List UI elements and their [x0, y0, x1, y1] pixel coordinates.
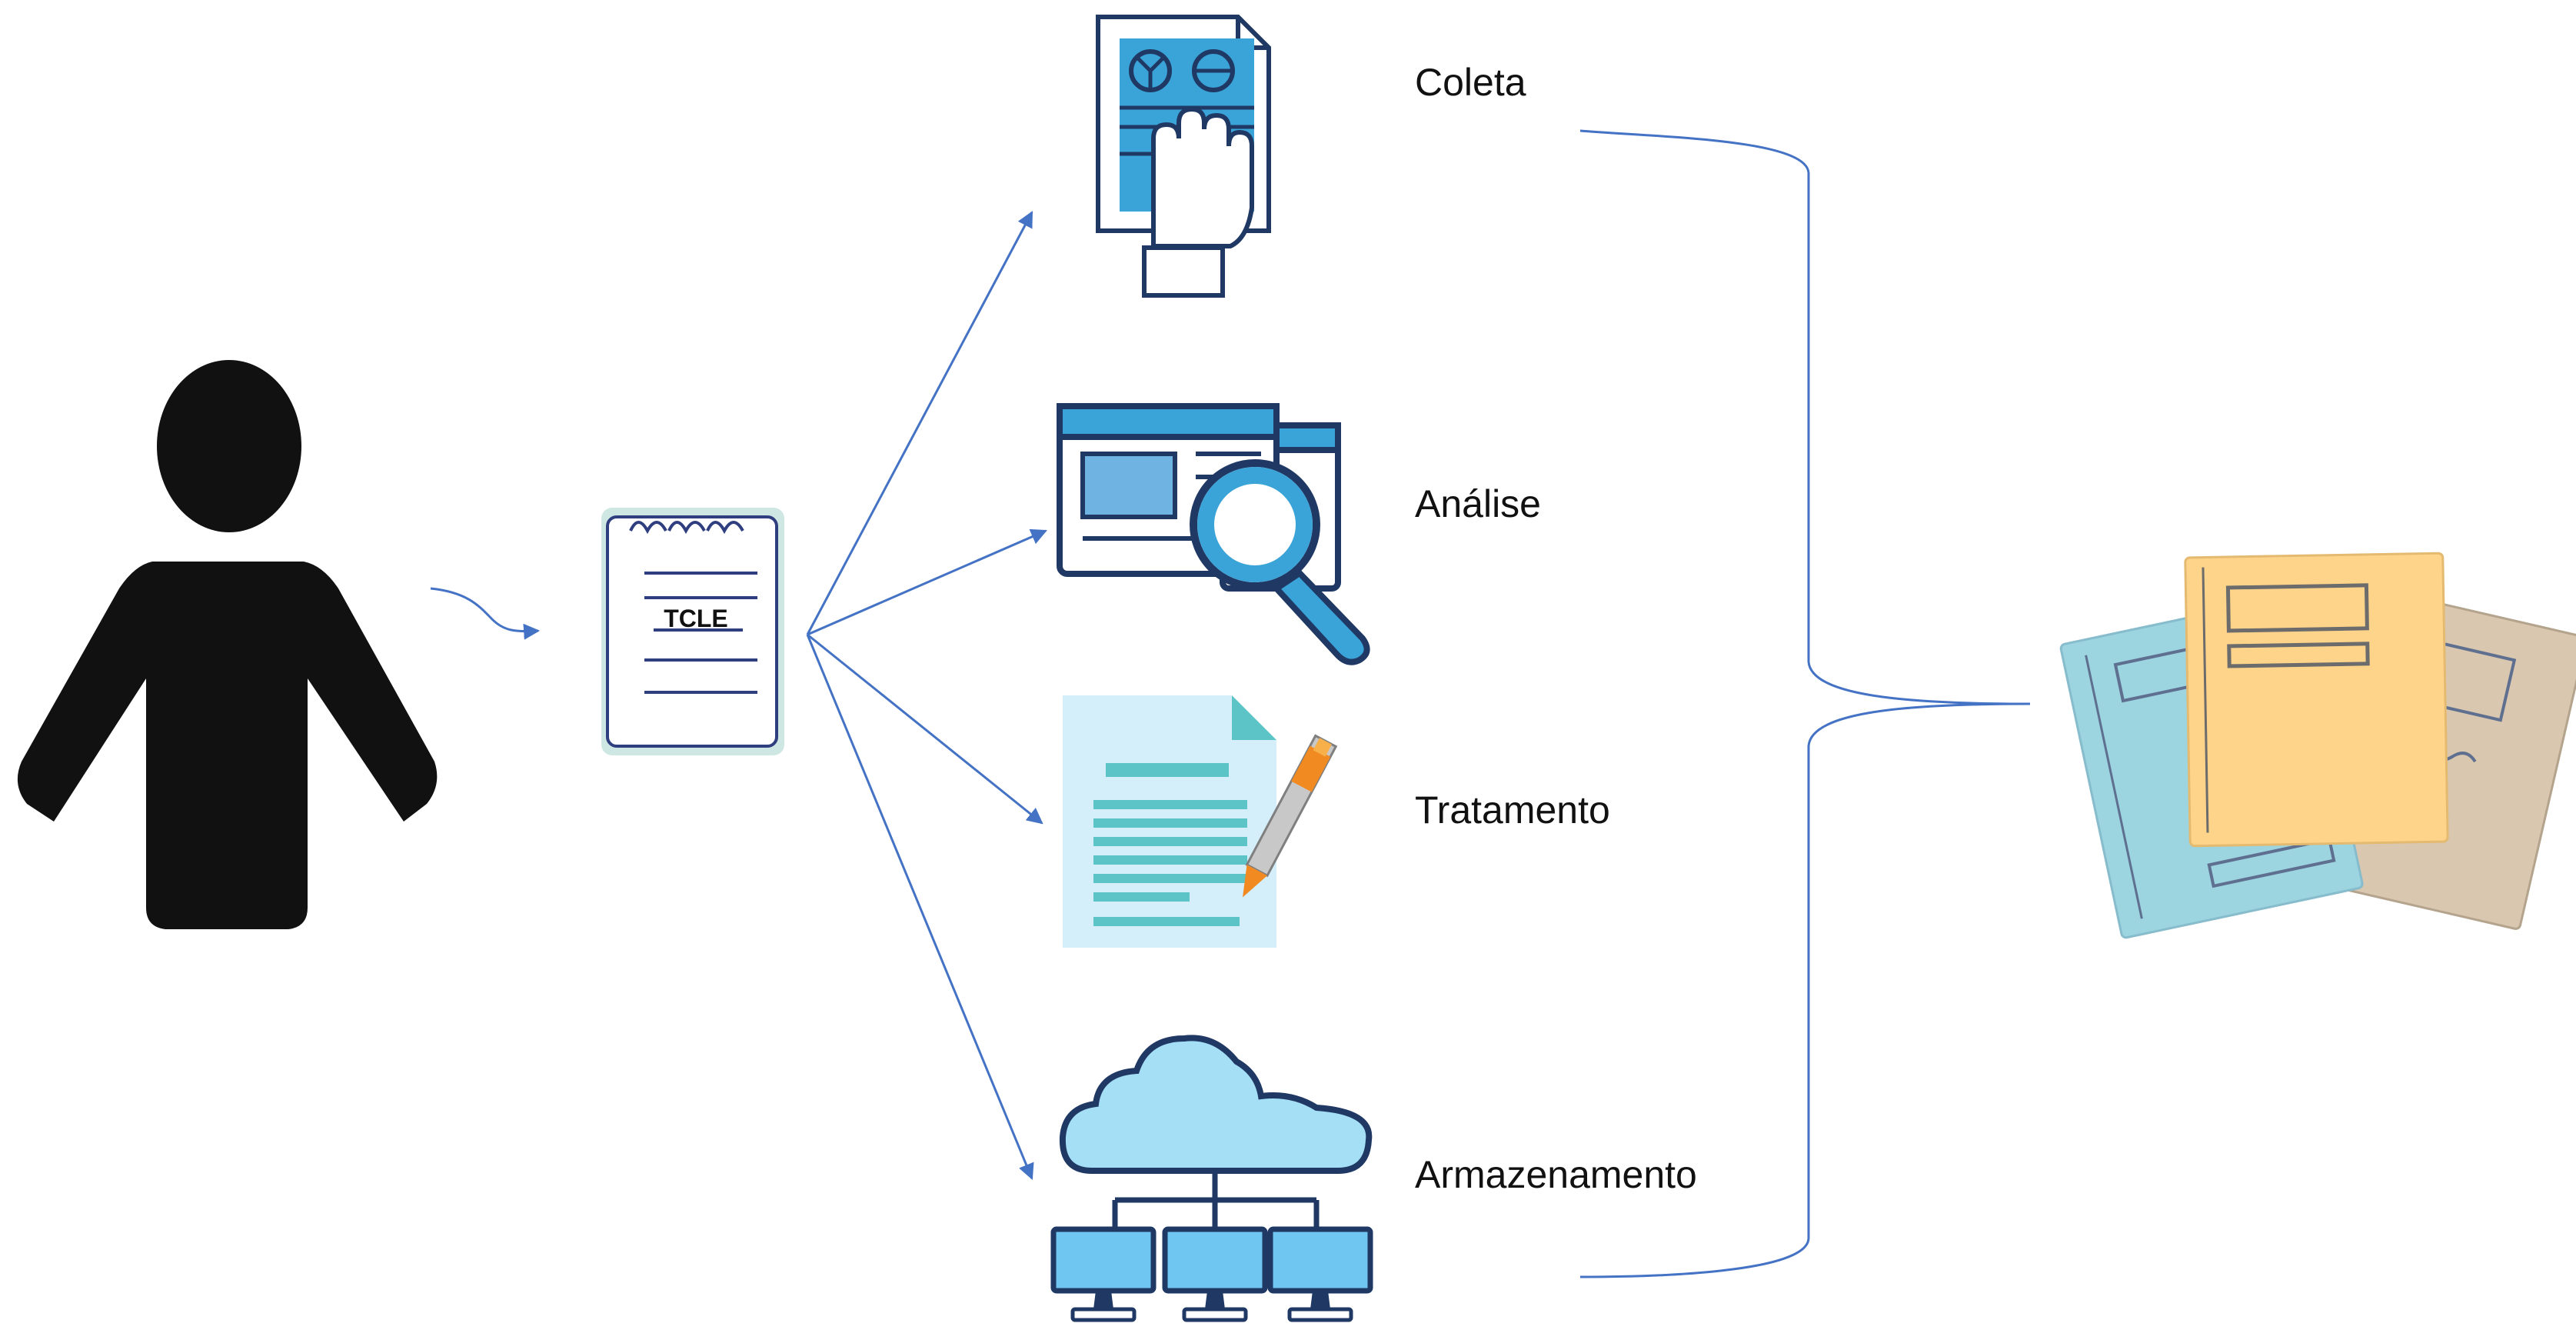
arrow-to-armazenamento	[806, 634, 1034, 1180]
tcle-label: TCLE	[664, 605, 728, 632]
person-icon	[17, 360, 438, 929]
monitor-middle	[1162, 1226, 1268, 1322]
stage-label-analise: Análise	[1415, 482, 1541, 525]
monitor-left	[1050, 1226, 1157, 1322]
arrow-to-tratamento	[807, 633, 1043, 825]
document-with-pen-icon	[1063, 695, 1338, 948]
arrow-to-analise	[807, 528, 1047, 636]
magnifier-on-window-icon	[1057, 403, 1370, 665]
stage-label-armazenamento: Armazenamento	[1415, 1153, 1697, 1196]
arrow-to-coleta	[806, 211, 1033, 635]
stage-label-tratamento: Tratamento	[1415, 788, 1610, 832]
fan-out-arrows	[806, 211, 1047, 1180]
stage-label-coleta: Coleta	[1415, 61, 1526, 104]
document-stack-icon	[2059, 552, 2576, 939]
person-to-tcle-arrow	[430, 587, 541, 640]
hand-on-document-icon	[1096, 15, 1271, 298]
cloud-network-icon	[1050, 1035, 1373, 1322]
right-curly-brace	[1579, 129, 2031, 1278]
monitor-right	[1267, 1226, 1373, 1322]
tcle-notepad-icon: TCLE	[601, 508, 784, 755]
